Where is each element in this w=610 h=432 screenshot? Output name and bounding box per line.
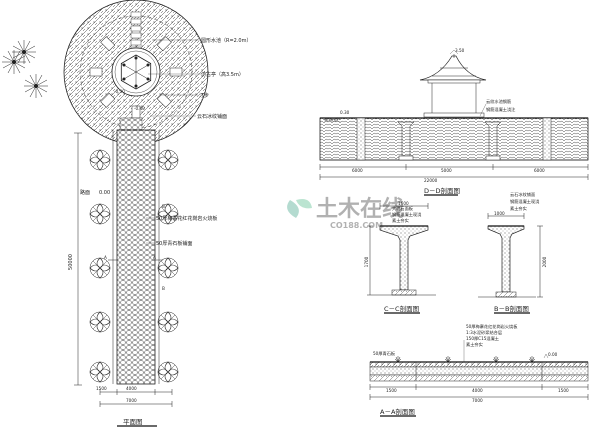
- plan-total-width-dim: 7000: [126, 398, 137, 403]
- tree-icon: [89, 361, 111, 383]
- a-stone-label: 50厚青石板: [373, 350, 396, 357]
- b-height-dim: 2000: [542, 256, 547, 267]
- a-total-dim: 7000: [472, 398, 483, 403]
- section-mark-b-top: B: [162, 204, 165, 209]
- section-c-c: 大理石面板 钢筋混凝土现浇 素土夯实 1600 1700 C－C剖面图: [364, 201, 436, 314]
- pool-inner-circle: [114, 50, 158, 94]
- c-width-dim: 1600: [398, 201, 409, 206]
- d-dim-1: 6000: [352, 168, 363, 173]
- stepping-stone: [130, 11, 142, 18]
- stepping-stone: [130, 25, 142, 32]
- plan-total-dim: 50000: [68, 254, 74, 270]
- watermark-text: 土木在线: [316, 196, 404, 222]
- pool-bottom-level: -0.40: [134, 106, 145, 111]
- path-level: 0.00: [99, 190, 110, 196]
- pavilion-label: 仿古亭（高3.5m）: [201, 71, 244, 78]
- tree-icon: [89, 203, 111, 225]
- watermark: 土木在线 CO188.COM: [287, 196, 404, 230]
- watermark-sub: CO188.COM: [330, 221, 383, 230]
- a-dim-3: 1500: [558, 388, 569, 393]
- b-note2: 素土夯实: [510, 205, 527, 212]
- section-a-title: A－A剖面图: [380, 407, 415, 416]
- stepping-stone: [130, 32, 142, 39]
- tree-icon: [157, 149, 179, 171]
- b-note: 钢筋混凝土现浇: [510, 198, 539, 205]
- section-b-b: 云石冰纹铺面 钢筋混凝土现浇 素土夯实 1000 2000 B－B剖面图: [478, 191, 547, 314]
- plan-side-dim: 1500: [96, 386, 107, 391]
- tree-icon: [89, 257, 111, 279]
- plan-width-dim: 4000: [126, 386, 137, 391]
- a-granite-label: 50厚梅寨花红花岗岩火烧板: [466, 323, 518, 330]
- section-d-d: 3.50 0.30 -0.30 景观围栏 云纹水池钢筋 钢筋混凝土浇注 6000…: [319, 48, 589, 196]
- d-total-dim: 22000: [424, 178, 438, 183]
- shrub-icon: [23, 73, 49, 99]
- pool-label: 圆形水池（R=2.0m）: [201, 37, 252, 44]
- d-column-supports: [397, 121, 502, 161]
- c-note: 钢筋混凝土现浇: [392, 211, 421, 218]
- pavilion-columns: [122, 56, 150, 88]
- stepping-stone: [156, 36, 172, 52]
- section-mark-a-left: A: [104, 255, 107, 260]
- shrub-icon: [1, 49, 27, 75]
- stepping-stone: [100, 92, 116, 108]
- steps-label: 汀步: [199, 92, 209, 99]
- a-right-level: 0.00: [548, 352, 558, 357]
- stepping-stone: [130, 18, 142, 25]
- section-b-title: B－B剖面图: [494, 304, 529, 313]
- section-a-a: 50厚青石板 50厚梅寨花红花岗岩火烧板 1:3水泥砂浆结合层 150厚C15混…: [369, 323, 589, 417]
- granite-label: 50厚梅寨花红花岗岩火烧板: [156, 215, 217, 222]
- c-note2: 素土夯实: [392, 217, 409, 224]
- plan-title: 平面图: [123, 418, 143, 426]
- tree-icon: [157, 257, 179, 279]
- d-mid-level: 0.30: [340, 110, 350, 115]
- a-layer1: 1:3水泥砂浆结合层: [466, 329, 502, 336]
- b-width-dim: 1000: [494, 211, 505, 216]
- paving-label: 云石冰纹铺面: [197, 113, 227, 120]
- stepping-stone: [169, 67, 183, 77]
- b-top-label: 云石冰纹铺面: [510, 191, 535, 198]
- a-dim-2: 4000: [472, 388, 483, 393]
- stepping-stone: [156, 92, 172, 108]
- plan-view: -0.30 -0.40 圆形水池（R=2.0m） 仿古亭（高3.5m） 汀步 云…: [1, 0, 252, 427]
- shrub-icon: [11, 39, 37, 65]
- section-mark-b-bottom: B: [162, 286, 165, 291]
- c-height-dim: 1700: [364, 256, 369, 267]
- a-layer3: 素土夯实: [466, 341, 483, 348]
- section-mark-a-right: A: [153, 255, 156, 260]
- stepping-stone: [130, 39, 142, 46]
- a-layer2: 150厚C15混凝土: [466, 335, 499, 342]
- stone-label: 50厚青石板铺面: [156, 240, 192, 247]
- pavilion-ridges: [121, 55, 151, 89]
- d-note2: 钢筋混凝土浇注: [486, 106, 516, 113]
- stepping-stone: [100, 36, 116, 52]
- pool-top-level: -0.30: [114, 89, 125, 94]
- d-dim-3: 6000: [534, 168, 545, 173]
- tree-icon: [157, 361, 179, 383]
- c-top-label: 大理石面板: [392, 205, 414, 212]
- d-note1: 云纹水池钢筋: [486, 98, 511, 105]
- main-path: [116, 129, 156, 385]
- tree-icon: [89, 149, 111, 171]
- a-dim-1: 1500: [386, 388, 397, 393]
- tree-icon: [157, 311, 179, 333]
- section-c-title: C－C剖面图: [384, 304, 419, 313]
- d-top-level: 3.50: [455, 48, 465, 53]
- stepping-stone: [89, 67, 103, 77]
- path-label: 路面: [80, 189, 90, 196]
- d-dim-2: 5000: [441, 168, 452, 173]
- section-d-title: D－D剖面图: [424, 186, 460, 195]
- d-rail-label: 景观围栏: [324, 116, 341, 123]
- tree-icon: [89, 311, 111, 333]
